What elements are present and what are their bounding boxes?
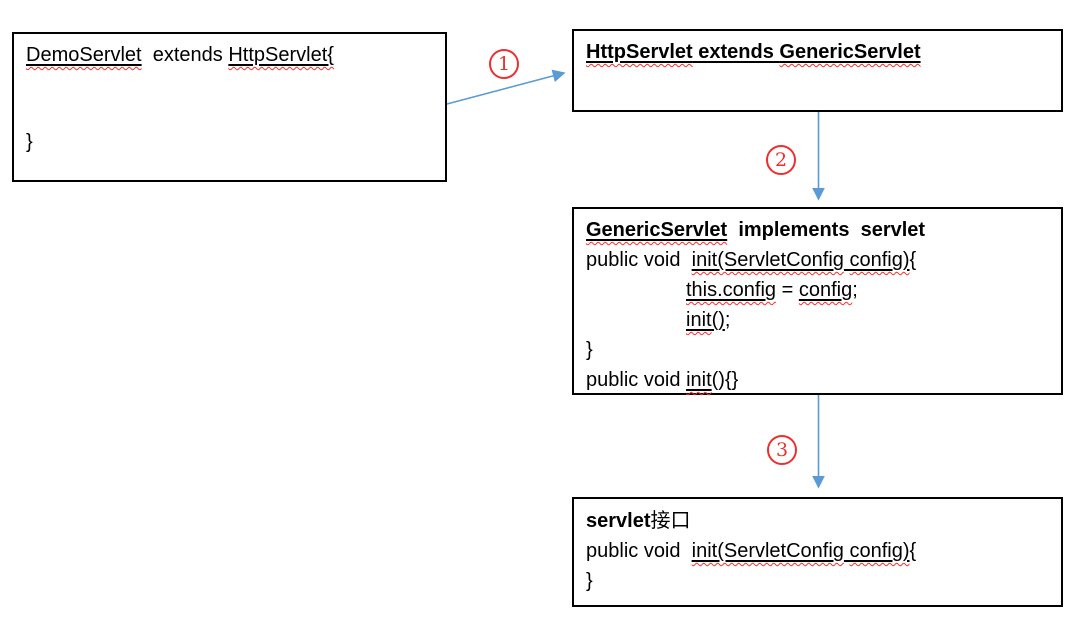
class-box-httpservlet: HttpServlet extends GenericServlet — [572, 29, 1063, 112]
code-line: servlet接口 — [586, 508, 691, 532]
code-line: } — [26, 131, 33, 153]
class-box-demoservlet: DemoServlet extends HttpServlet{} — [12, 32, 447, 182]
step-1-badge: 1 — [489, 49, 519, 79]
code-line: public void init(ServletConfig config){ — [586, 249, 917, 271]
code-line: DemoServlet extends HttpServlet{ — [26, 44, 334, 66]
code-line: } — [586, 339, 593, 361]
code-line: } — [586, 570, 593, 592]
code-line: HttpServlet extends GenericServlet — [586, 41, 921, 63]
class-box-servlet-interface: servlet接口 public void init(ServletConfig … — [572, 497, 1063, 607]
code-line: GenericServlet implements servlet — [586, 219, 926, 241]
code-line: this.config = config; — [686, 279, 858, 301]
code-line: init(); — [686, 309, 731, 331]
step-3-badge: 3 — [767, 435, 797, 465]
code-line: public void init(){} — [586, 369, 739, 391]
code-line: public void init(ServletConfig config){ — [586, 540, 917, 562]
step-2-badge: 2 — [766, 145, 796, 175]
class-box-genericservlet: GenericServlet implements servlet public … — [572, 207, 1063, 395]
